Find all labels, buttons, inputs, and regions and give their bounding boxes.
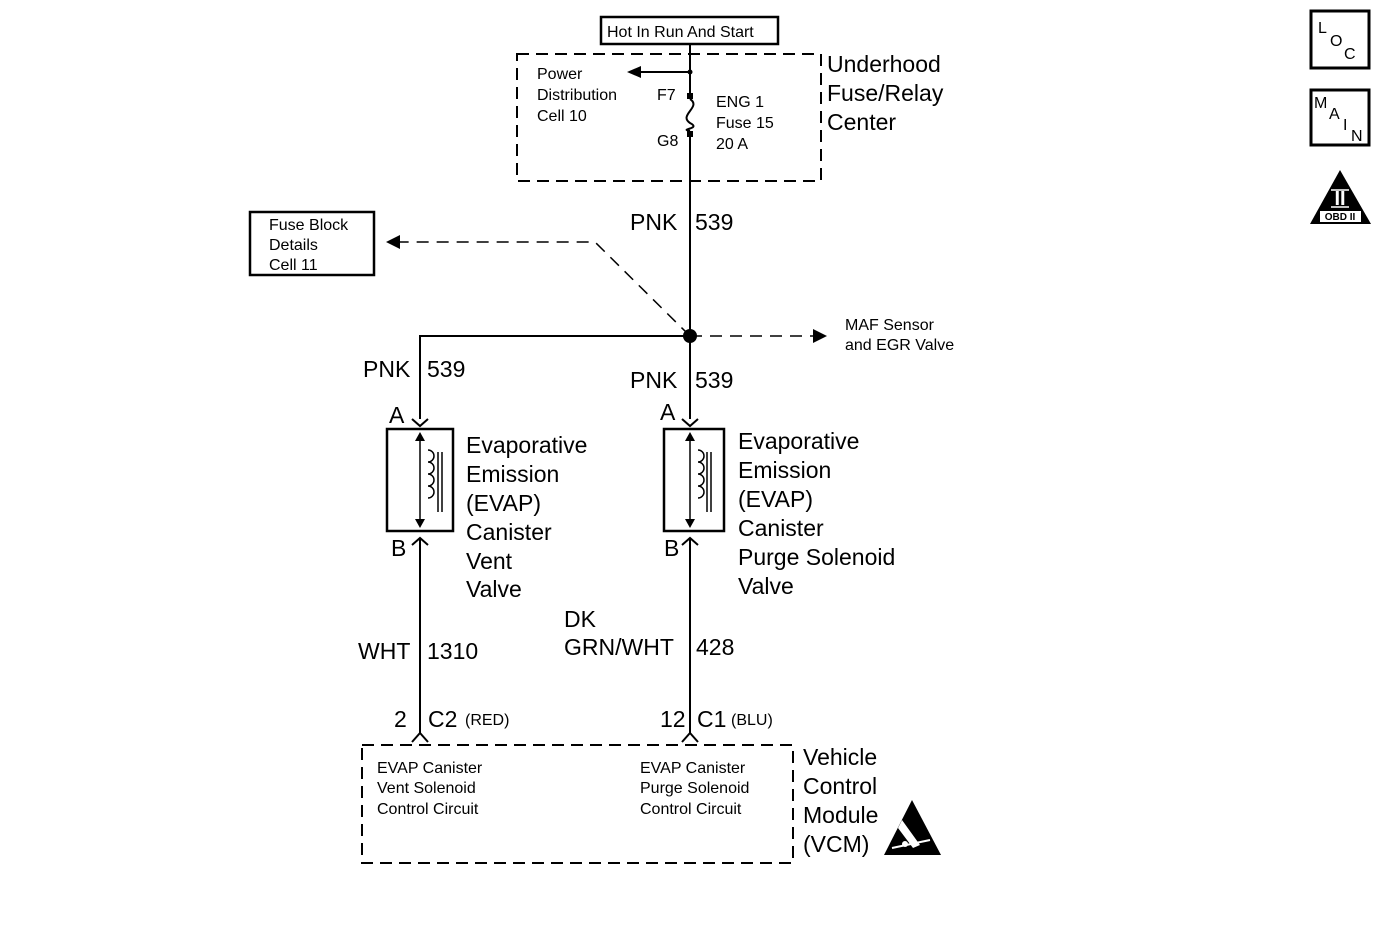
svg-text:Purge Solenoid: Purge Solenoid <box>738 544 895 570</box>
svg-text:12: 12 <box>660 706 686 732</box>
svg-text:PNK: PNK <box>630 367 678 393</box>
svg-text:MAF Sensor: MAF Sensor <box>845 317 935 334</box>
svg-text:Cell 10: Cell 10 <box>537 108 587 125</box>
fuse-block-arrow-icon <box>386 235 400 249</box>
svg-text:Canister: Canister <box>466 519 552 545</box>
svg-text:PNK: PNK <box>363 356 411 382</box>
svg-text:DK: DK <box>564 606 597 632</box>
loc-badge[interactable]: L O C <box>1309 9 1371 70</box>
purge-coil-icon <box>697 449 705 499</box>
vehicle-control-module: EVAP Canister Vent Solenoid Control Circ… <box>361 744 878 864</box>
svg-text:Emission: Emission <box>738 457 831 483</box>
svg-text:C2: C2 <box>428 706 457 732</box>
svg-text:C: C <box>1344 46 1356 63</box>
svg-text:Power: Power <box>537 66 583 83</box>
svg-text:(RED): (RED) <box>465 712 509 729</box>
svg-text:(EVAP): (EVAP) <box>466 490 541 516</box>
svg-text:M: M <box>1314 95 1327 112</box>
svg-text:Valve: Valve <box>738 573 794 599</box>
svg-text:Fuse 15: Fuse 15 <box>716 115 774 132</box>
left-branch-wire: PNK 539 <box>363 335 690 419</box>
pin-g8: G8 <box>657 133 678 150</box>
esd-warning-icon <box>884 800 941 855</box>
svg-text:L: L <box>1318 20 1327 37</box>
svg-text:EVAP Canister: EVAP Canister <box>377 760 483 777</box>
svg-text:Emission: Emission <box>466 461 559 487</box>
evap-purge-valve: A B Evaporative Emission (EVAP) Canister… <box>660 399 895 733</box>
underhood-fuse-relay-center: Power Distribution Cell 10 F7 G8 ENG 1 F… <box>516 51 944 182</box>
svg-text:2: 2 <box>394 706 407 732</box>
svg-text:Center: Center <box>827 109 896 135</box>
fuse-icon <box>685 98 695 132</box>
evap-vent-valve: A B Evaporative Emission (EVAP) Canister… <box>385 402 587 733</box>
purge-pin-b: B <box>664 535 679 561</box>
svg-text:Distribution: Distribution <box>537 87 617 104</box>
svg-text:C1: C1 <box>697 706 726 732</box>
main-badge[interactable]: M A I N <box>1309 88 1371 147</box>
svg-text:Fuse/Relay: Fuse/Relay <box>827 80 944 106</box>
svg-text:ENG 1: ENG 1 <box>716 94 764 111</box>
svg-text:Cell 11: Cell 11 <box>269 257 318 274</box>
svg-text:Evaporative: Evaporative <box>466 432 587 458</box>
purge-ctrl-wire-circuit: 428 <box>696 634 734 660</box>
svg-text:O: O <box>1330 33 1342 50</box>
vent-ctrl-wire-circuit: 1310 <box>427 638 478 664</box>
purge-ctrl-wire-color: GRN/WHT <box>564 634 674 660</box>
fuse-wiring <box>627 44 695 336</box>
obd-warning-icon <box>1310 170 1371 224</box>
svg-text:Evaporative: Evaporative <box>738 428 859 454</box>
svg-text:Vehicle: Vehicle <box>803 744 877 770</box>
vent-coil-icon <box>427 449 435 499</box>
main-wire-circuit: 539 <box>695 209 733 235</box>
maf-reference: MAF Sensor and EGR Valve <box>690 317 954 354</box>
obd-ii-badge[interactable]: II OBD II <box>1310 170 1371 224</box>
svg-text:Valve: Valve <box>466 576 522 602</box>
svg-text:II: II <box>1334 188 1345 210</box>
connector-c1: 12 C1 (BLU) <box>660 706 773 743</box>
svg-text:Underhood: Underhood <box>827 51 941 77</box>
svg-text:539: 539 <box>695 367 733 393</box>
svg-text:and EGR Valve: and EGR Valve <box>845 337 954 354</box>
svg-text:Vent Solenoid: Vent Solenoid <box>377 780 476 797</box>
power-source-text: Hot In Run And Start <box>607 24 754 41</box>
svg-text:Canister: Canister <box>738 515 824 541</box>
vent-ctrl-wire-color: WHT <box>358 638 410 664</box>
svg-text:Control Circuit: Control Circuit <box>640 801 742 818</box>
svg-text:EVAP Canister: EVAP Canister <box>640 760 746 777</box>
pin-f7: F7 <box>657 87 676 104</box>
svg-text:Details: Details <box>269 237 318 254</box>
svg-text:Fuse Block: Fuse Block <box>269 217 349 234</box>
right-branch-wire: PNK 539 <box>630 336 733 419</box>
vent-pin-b: B <box>391 535 406 561</box>
maf-arrow-icon <box>813 329 827 343</box>
svg-text:Module: Module <box>803 802 878 828</box>
svg-text:20 A: 20 A <box>716 136 748 153</box>
power-distribution-arrow-icon <box>627 66 641 78</box>
svg-text:OBD II: OBD II <box>1325 212 1356 223</box>
svg-text:A: A <box>1329 106 1340 123</box>
fuse-block-reference: Fuse Block Details Cell 11 <box>248 210 691 337</box>
svg-text:Control Circuit: Control Circuit <box>377 801 479 818</box>
main-wire-color: PNK <box>630 209 678 235</box>
svg-text:539: 539 <box>427 356 465 382</box>
svg-text:Purge Solenoid: Purge Solenoid <box>640 780 749 797</box>
svg-text:(BLU): (BLU) <box>731 712 773 729</box>
connector-c2: 2 C2 (RED) <box>394 706 509 743</box>
svg-text:Vent: Vent <box>466 548 513 574</box>
svg-text:(EVAP): (EVAP) <box>738 486 813 512</box>
svg-text:N: N <box>1351 128 1363 145</box>
svg-text:(VCM): (VCM) <box>803 831 869 857</box>
purge-pin-a: A <box>660 399 676 425</box>
svg-text:I: I <box>1343 117 1347 134</box>
power-source-label: Hot In Run And Start <box>599 15 780 46</box>
svg-text:Control: Control <box>803 773 877 799</box>
vent-pin-a: A <box>389 402 405 428</box>
